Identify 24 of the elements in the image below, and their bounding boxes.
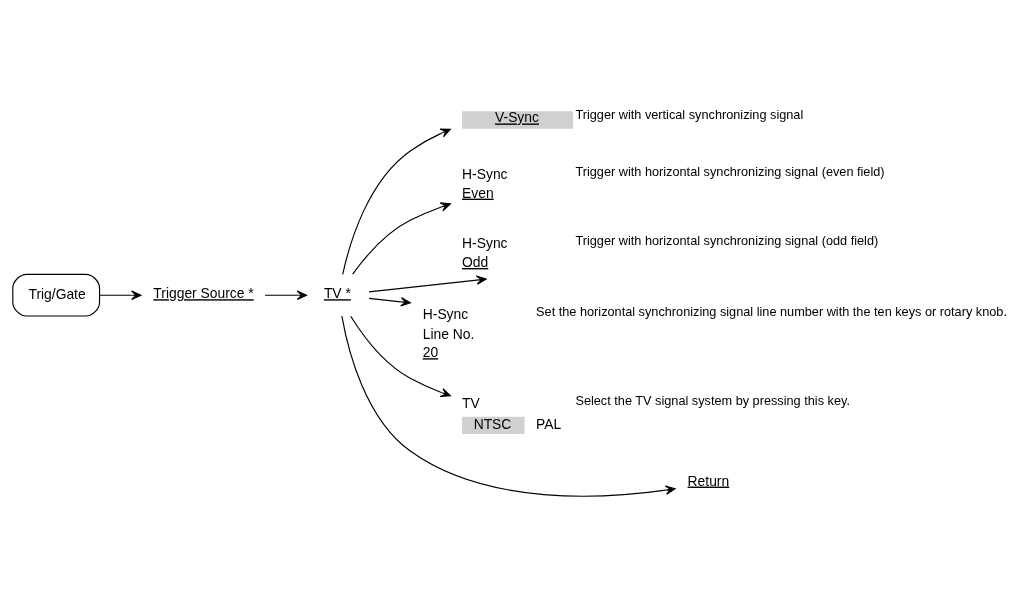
- arrow: [264, 289, 308, 300]
- node-text: Trigger Source *: [153, 284, 254, 301]
- arrow: [341, 314, 676, 497]
- node-text: H-Sync Line No. 20: [422, 305, 475, 360]
- arrow: [342, 128, 451, 275]
- node-label: PAL: [536, 415, 562, 432]
- arrow: [99, 289, 142, 300]
- node-label: TV: [462, 394, 480, 411]
- node-box: V-Sync: [462, 110, 574, 129]
- node-label: Select the TV signal system by pressing this key.: [575, 392, 850, 408]
- node-text: H-Sync Odd: [462, 235, 508, 270]
- arrow: [368, 296, 411, 307]
- arrow: [368, 274, 487, 292]
- node-text: Return: [687, 472, 730, 489]
- node-box: Trig/Gate: [12, 273, 101, 317]
- arrow: [352, 201, 451, 275]
- node-label: Trigger with horizontal synchronizing signal (even field): [575, 163, 885, 179]
- arrow: [350, 315, 451, 397]
- node-label: Trigger with vertical synchronizing signal: [575, 106, 804, 122]
- node-label: Trigger with horizontal synchronizing signal (odd field): [575, 232, 879, 248]
- node-box: NTSC: [462, 416, 525, 434]
- node-text: H-Sync Even: [462, 165, 508, 201]
- node-label: Set the horizontal synchronizing signal line number with the ten keys or rotary knob.: [536, 303, 1007, 319]
- node-text: TV *: [323, 284, 351, 301]
